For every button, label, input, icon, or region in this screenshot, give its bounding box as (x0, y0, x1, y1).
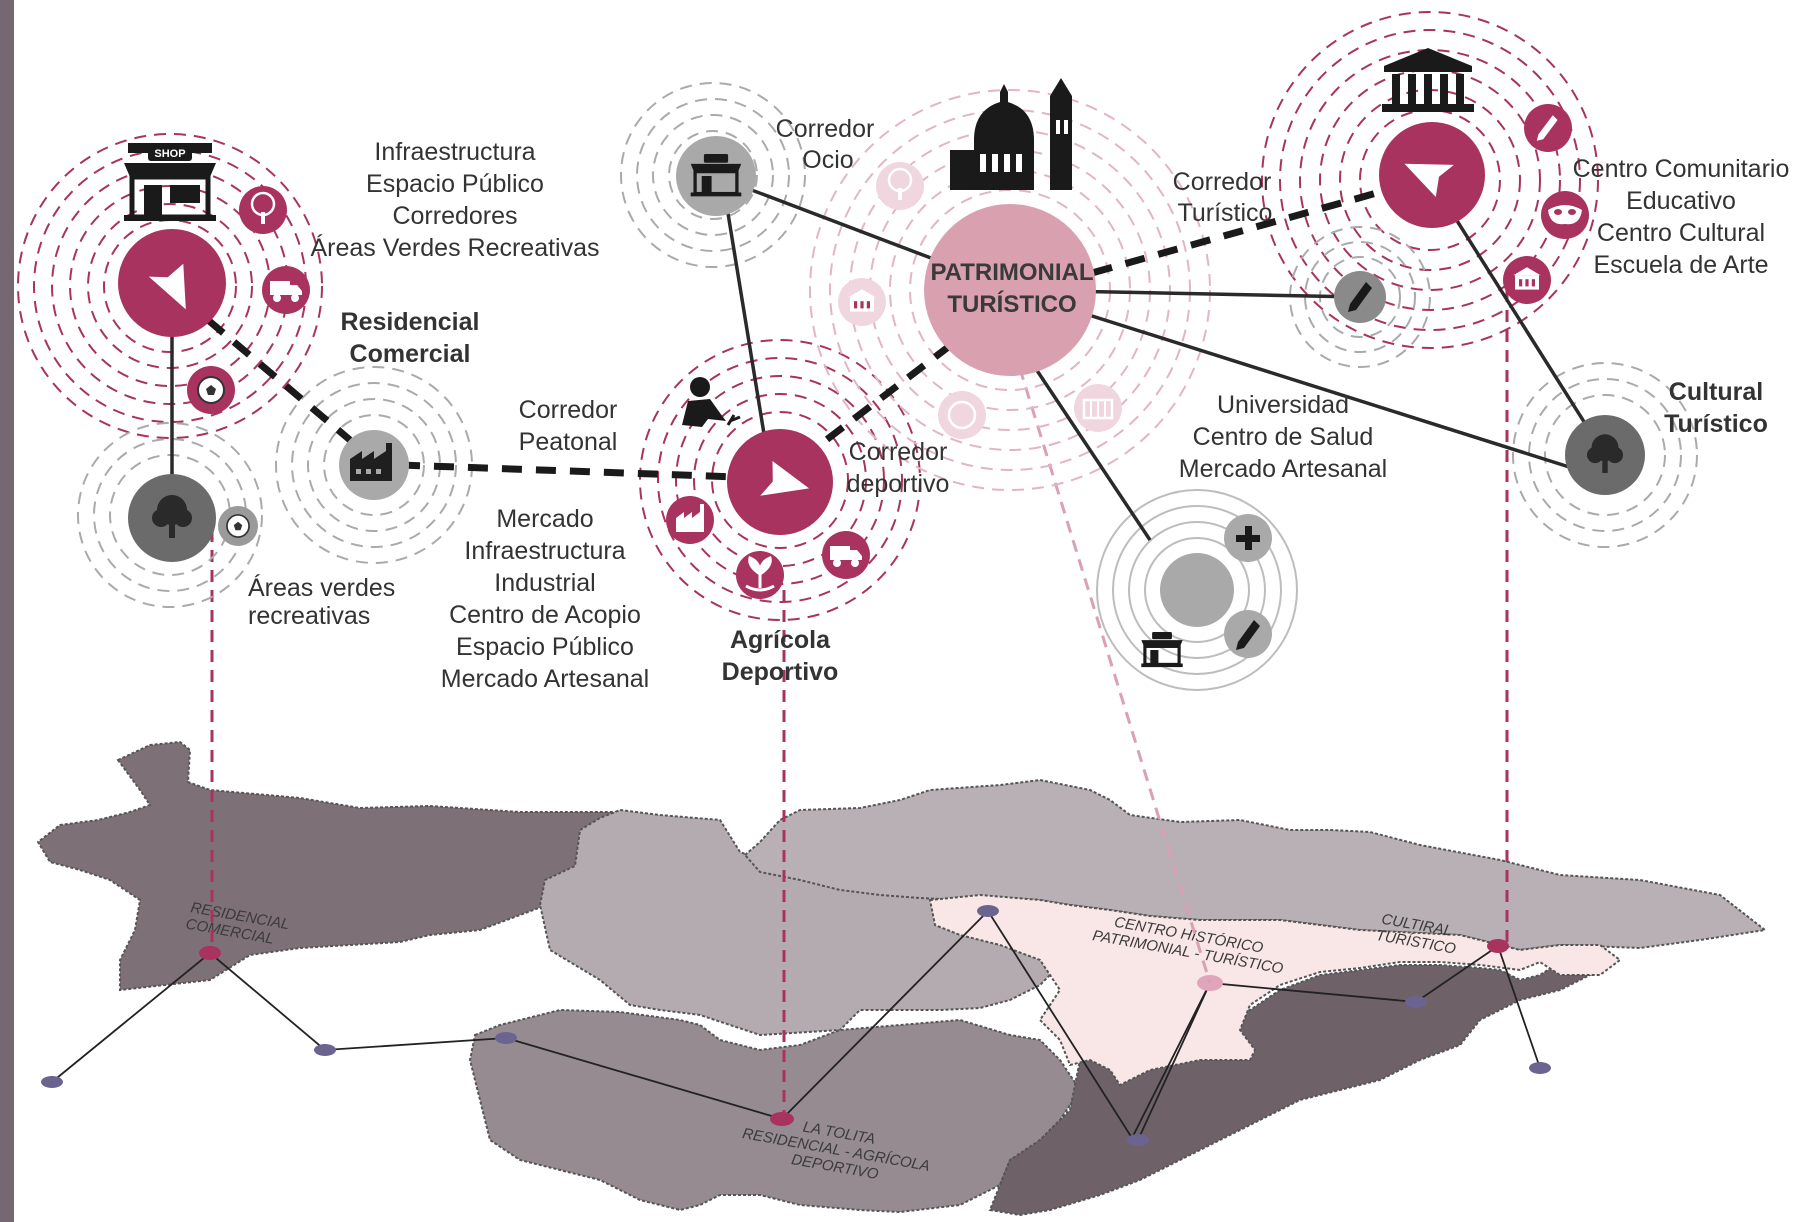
node-corredor-ocio[interactable] (676, 136, 756, 216)
zone-centro-historico (928, 893, 1622, 1087)
mask-badge (1541, 191, 1589, 239)
label-corredor-turistico-2: Turístico (1178, 199, 1273, 227)
building-badge-faded (838, 278, 886, 326)
uses-residencial-comercial: Infraestructura Espacio Público Corredor… (310, 138, 599, 262)
zone-tolita (468, 1008, 1082, 1214)
tree-badge-faded (876, 162, 924, 210)
plus-icon (1224, 514, 1272, 562)
soccer-badge (187, 366, 235, 414)
svg-text:Centro Cultural: Centro Cultural (1597, 219, 1765, 247)
svg-text:Escuela de Arte: Escuela de Arte (1593, 251, 1768, 279)
factory-icon (350, 443, 392, 481)
farmer-icon (682, 377, 741, 427)
map-point (1127, 1134, 1149, 1146)
map-point-cultiral (1487, 939, 1509, 953)
tree-badge (239, 186, 287, 234)
uses-centro-comunitario: Centro Comunitario Educativo Centro Cult… (1573, 155, 1790, 279)
uses-universidad: Universidad Centro de Salud Mercado Arte… (1179, 391, 1387, 483)
map-point (1405, 996, 1427, 1008)
core-title-2: TURÍSTICO (947, 290, 1076, 318)
soccer-badge-faded (938, 391, 986, 439)
title-cultural: Cultural (1669, 378, 1763, 406)
soccer-small-badge (218, 506, 258, 546)
shop-icon: SHOP (124, 143, 216, 221)
label-corredor-peatonal-1: Corredor (519, 396, 618, 424)
factory-badge (666, 496, 714, 544)
label-corredor-peatonal-2: Peatonal (519, 428, 618, 456)
svg-text:Corredores: Corredores (392, 202, 517, 230)
pencil-badge (1524, 104, 1572, 152)
core-title-1: PATRIMONIAL (930, 259, 1093, 286)
label-corredor-ocio-2: Ocio (802, 146, 853, 174)
dashed-links (205, 174, 1431, 482)
shop-icon (690, 154, 742, 197)
map-network-points (41, 905, 1551, 1146)
svg-text:Universidad: Universidad (1217, 391, 1349, 419)
territory-map (36, 740, 1768, 1217)
svg-text:Espacio Público: Espacio Público (456, 633, 634, 661)
sidebar-strip (0, 0, 14, 1222)
svg-text:Centro de Acopio: Centro de Acopio (449, 601, 641, 629)
museum-icon (1382, 48, 1474, 112)
plant-badge (736, 551, 784, 599)
node-universidad[interactable] (1160, 553, 1234, 627)
pencil-icon (1224, 610, 1272, 658)
map-point (41, 1076, 63, 1088)
node-cultural-turistico[interactable] (1565, 415, 1645, 495)
title-agricola: Agrícola (730, 626, 831, 654)
hub-residencial-comercial[interactable] (118, 229, 226, 337)
node-areas-verdes[interactable] (128, 474, 216, 562)
ring-corredor-ocio (620, 82, 806, 268)
title-comercial: Comercial (350, 340, 471, 368)
label-corredor-deportivo-1: Corredor (849, 438, 948, 466)
map-point (314, 1044, 336, 1056)
label-corredor-turistico-1: Corredor (1173, 168, 1272, 196)
svg-text:Mercado Artesanal: Mercado Artesanal (441, 665, 649, 693)
ring-universidad (1096, 489, 1298, 691)
svg-text:Educativo: Educativo (1626, 187, 1736, 215)
label-corredor-deportivo-2: deportivo (847, 470, 950, 498)
map-point (1529, 1062, 1551, 1074)
node-industrial[interactable] (339, 430, 409, 500)
svg-text:Infraestructura: Infraestructura (374, 138, 535, 166)
title-residencial: Residencial (341, 308, 480, 336)
hub-agricola-deportivo[interactable] (727, 429, 833, 535)
truck-badge (822, 531, 870, 579)
svg-text:Centro de Salud: Centro de Salud (1193, 423, 1374, 451)
label-areas-verdes: Áreas verdes (248, 573, 395, 602)
uses-industrial: Mercado Infraestructura Industrial Centr… (441, 505, 649, 693)
ring-cultural-turistico (1512, 362, 1698, 548)
map-point (977, 905, 999, 917)
shop-icon (1141, 632, 1183, 668)
colosseum-badge-faded (1074, 384, 1122, 432)
svg-text:Espacio Público: Espacio Público (366, 170, 544, 198)
svg-text:Industrial: Industrial (494, 569, 595, 597)
svg-text:Centro Comunitario: Centro Comunitario (1573, 155, 1790, 183)
ring-agricola-deportivo (639, 339, 921, 621)
node-pencil[interactable] (1334, 271, 1386, 323)
svg-text:Áreas Verdes Recreativas: Áreas Verdes Recreativas (310, 233, 599, 262)
zone-residencial (36, 740, 642, 992)
map-point-residencial (199, 946, 221, 960)
map-point-tolita (770, 1112, 794, 1126)
title-turistico: Turístico (1664, 410, 1768, 438)
title-deportivo: Deportivo (722, 658, 839, 686)
map-point (495, 1032, 517, 1044)
svg-text:SHOP: SHOP (154, 148, 185, 160)
label-corredor-ocio-1: Corredor (776, 115, 875, 143)
label-recreativas: recreativas (248, 602, 370, 630)
projection-lines (210, 290, 1509, 1119)
cathedral-icon (950, 78, 1072, 190)
truck-badge (262, 266, 310, 314)
svg-text:Infraestructura: Infraestructura (464, 537, 625, 565)
hub-centro-comunitario[interactable] (1379, 122, 1485, 228)
svg-text:Mercado: Mercado (496, 505, 593, 533)
svg-text:Mercado Artesanal: Mercado Artesanal (1179, 455, 1387, 483)
core-patrimonial[interactable] (924, 204, 1096, 376)
building-badge (1503, 256, 1551, 304)
